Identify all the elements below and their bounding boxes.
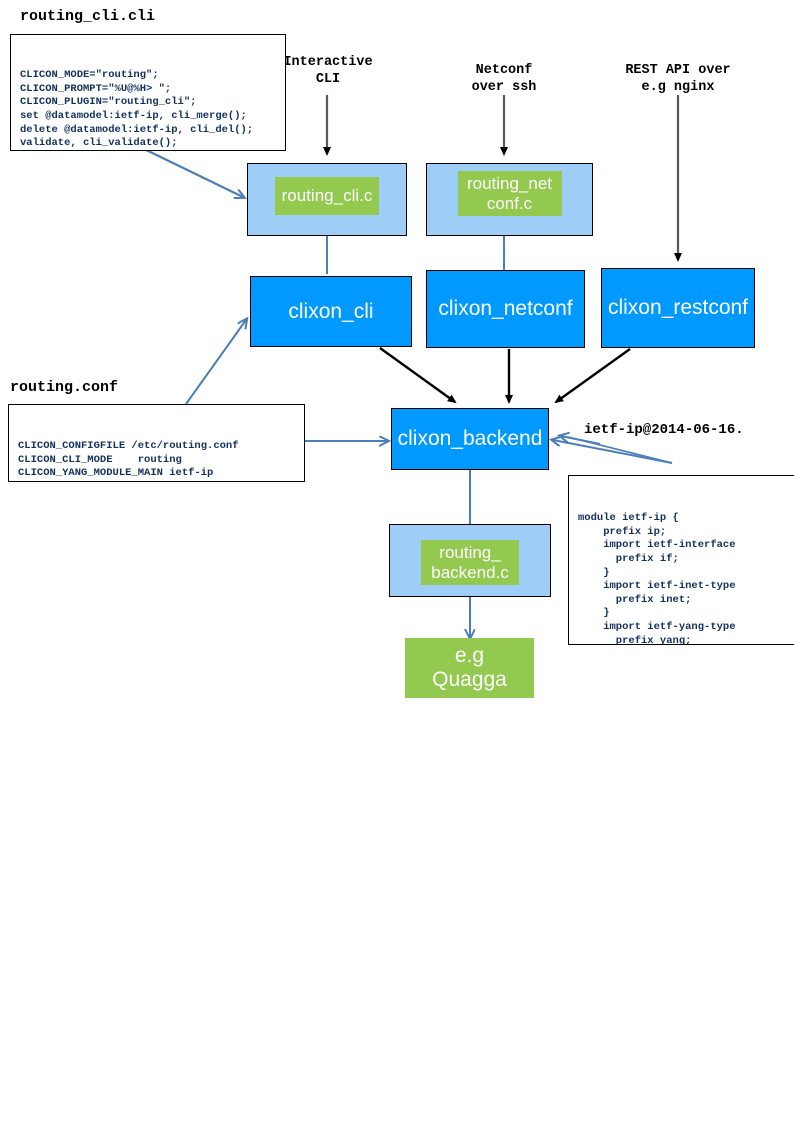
code-box-yang-module: module ietf-ip { prefix ip; import ietf-… xyxy=(568,475,794,645)
code-lines-yang-module: module ietf-ip { prefix ip; import ietf-… xyxy=(578,512,736,645)
cli-plugin-label: routing_cli.c xyxy=(281,185,373,205)
arrow-conf-to-cli xyxy=(185,320,246,405)
backend-plugin-box[interactable]: routing_ backend.c xyxy=(421,540,519,585)
arrow-cli-to-backend xyxy=(379,347,457,404)
caption-routing-conf: routing.conf xyxy=(10,379,119,396)
backend-plugin-label: routing_ backend.c xyxy=(431,543,509,582)
code-lines-routing-conf: CLICON_CONFIGFILE /etc/routing.conf CLIC… xyxy=(18,440,264,481)
quagga-box[interactable]: e.g Quagga xyxy=(405,638,534,698)
arrow-yang-caption xyxy=(567,436,673,464)
netconf-plugin-container[interactable]: routing_net conf.c xyxy=(426,163,593,236)
code-lines-routing-cli-cli: CLICON_MODE="routing"; CLICON_PROMPT="%U… xyxy=(20,69,254,150)
arrow-restconf-to-backend xyxy=(554,348,631,404)
code-box-routing-cli-cli: CLICON_MODE="routing"; CLICON_PROMPT="%U… xyxy=(10,34,286,151)
backend-plugin-container[interactable]: routing_ backend.c xyxy=(389,524,551,597)
caption-yang-file: ietf-ip@2014-06-16. xyxy=(584,422,744,438)
clixon-restconf-label: clixon_restconf xyxy=(607,296,749,320)
clixon-backend-label: clixon_backend xyxy=(397,427,543,451)
arrow-yang-to-backend xyxy=(553,440,673,464)
cli-plugin-container[interactable]: routing_cli.c xyxy=(247,163,407,236)
clixon-backend-box[interactable]: clixon_backend xyxy=(391,408,549,470)
cli-plugin-box[interactable]: routing_cli.c xyxy=(275,176,379,215)
arrow-cli-file-to-plugin xyxy=(139,146,243,197)
quagga-label: e.g Quagga xyxy=(432,644,507,691)
clixon-netconf-box[interactable]: clixon_netconf xyxy=(426,270,585,348)
netconf-plugin-label: routing_net conf.c xyxy=(466,174,553,213)
clixon-netconf-label: clixon_netconf xyxy=(438,297,573,321)
annotation-interactive-cli: Interactive CLI xyxy=(283,55,373,87)
netconf-plugin-box[interactable]: routing_net conf.c xyxy=(457,171,562,216)
code-box-routing-conf: CLICON_CONFIGFILE /etc/routing.conf CLIC… xyxy=(8,404,305,482)
annotation-rest-api: REST API over e.g nginx xyxy=(625,63,731,95)
caption-routing-cli-cli: routing_cli.cli xyxy=(20,8,156,25)
clixon-restconf-box[interactable]: clixon_restconf xyxy=(601,268,755,348)
annotation-netconf-over-ssh: Netconf over ssh xyxy=(471,63,537,95)
clixon-cli-box[interactable]: clixon_cli xyxy=(250,276,412,347)
clixon-cli-label: clixon_cli xyxy=(288,299,374,323)
